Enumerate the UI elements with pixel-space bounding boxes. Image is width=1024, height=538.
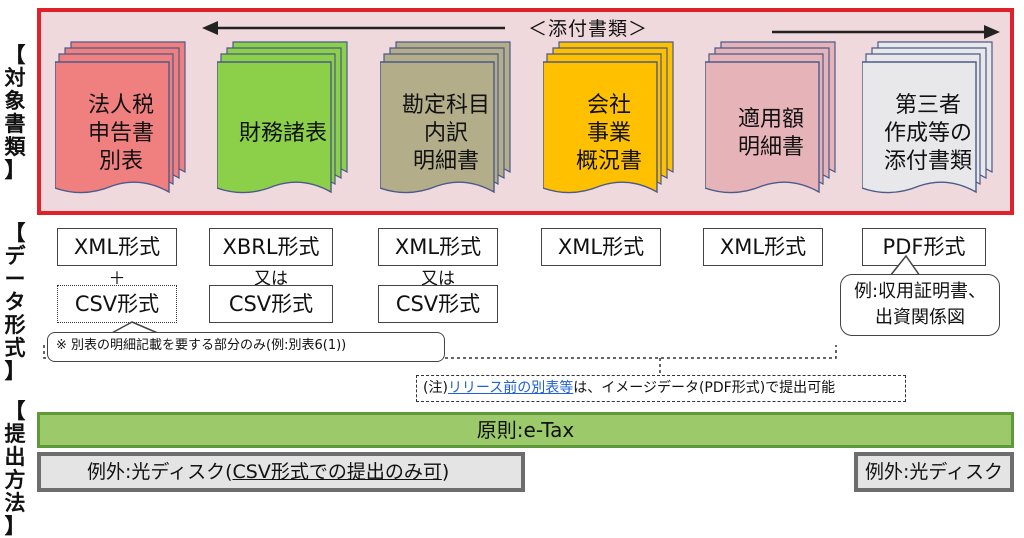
release-note-prefix: (注) xyxy=(423,380,448,396)
document-stack-icon xyxy=(217,41,348,194)
document-title-line: 別表 xyxy=(98,149,143,174)
document-stack-icon xyxy=(380,41,511,194)
csv-scope-note: ※ 別表の明細記載を要する部分のみ(例:別表6(1)) xyxy=(47,332,445,362)
pdf-example-line2: 出資関係図 xyxy=(875,307,965,328)
document-stack-icon xyxy=(705,41,836,194)
attached-documents-frame xyxy=(37,8,1014,215)
document-title: 適用額明細書 xyxy=(713,74,829,194)
document-title-line: 添付書類 xyxy=(883,149,972,174)
document-stack-icon xyxy=(543,41,674,194)
document-1: 法人税申告書別表 xyxy=(55,40,195,212)
connector-or-zaimu: 又は xyxy=(254,269,288,289)
format-csv-houjinzei: CSV形式 xyxy=(57,285,177,323)
document-title: 勘定科目内訳明細書 xyxy=(388,74,504,194)
document-title-line: 作成等の xyxy=(883,121,972,146)
document-title-line: 財務諸表 xyxy=(238,121,327,146)
format-csv-kanjou: CSV形式 xyxy=(378,285,498,323)
document-4: 会社事業概況書 xyxy=(543,40,683,212)
release-note: (注)リリース前の別表等は、イメージデータ(PDF形式)で提出可能 xyxy=(416,375,906,402)
document-title: 会社事業概況書 xyxy=(551,74,667,194)
release-note-link[interactable]: リリース前の別表等 xyxy=(447,380,574,396)
connector-plus: ＋ xyxy=(108,269,126,289)
left-arrow-icon xyxy=(202,21,505,35)
data-format-label: 【データ形式】 xyxy=(4,221,26,383)
etax-principle-bar: 原則:e-Tax xyxy=(37,412,1014,448)
pdf-example-callout: 例:収用証明書、 出資関係図 xyxy=(840,274,1000,336)
right-arrow-icon xyxy=(772,25,1000,39)
document-title-line: 適用額 xyxy=(737,107,804,132)
exception-left-prefix: 例外:光ディスク( xyxy=(87,461,233,483)
attached-documents-heading: ＜添付書類＞ xyxy=(528,18,649,40)
optical-disc-exception-right: 例外:光ディスク xyxy=(854,452,1014,492)
document-title-line: 申告書 xyxy=(87,121,154,146)
optical-disc-exception-left: 例外:光ディスク(CSV形式での提出のみ可) xyxy=(37,452,525,492)
document-2: 財務諸表 xyxy=(217,40,357,212)
format-pdf-daisansha: PDF形式 xyxy=(862,228,986,266)
document-title-line: 会社 xyxy=(586,93,631,118)
release-note-suffix: は、イメージデータ(PDF形式)で提出可能 xyxy=(573,380,836,396)
exception-left-underlined: CSV形式での提出のみ可 xyxy=(232,461,442,483)
document-title-line: 内訳 xyxy=(423,121,468,146)
format-xml-gaikyou: XML形式 xyxy=(541,228,661,266)
format-xml-tekiyou: XML形式 xyxy=(703,228,823,266)
document-title: 財務諸表 xyxy=(225,74,341,194)
document-title-line: 事業 xyxy=(586,121,631,146)
document-6: 第三者作成等の添付書類 xyxy=(862,40,1002,212)
document-title-line: 概況書 xyxy=(575,149,642,174)
format-xml-houjinzei: XML形式 xyxy=(57,228,177,266)
format-xml-kanjou: XML形式 xyxy=(378,228,498,266)
document-title-line: 法人税 xyxy=(87,93,154,118)
document-title-line: 第三者 xyxy=(894,93,961,118)
document-stack-icon xyxy=(862,41,993,194)
document-3: 勘定科目内訳明細書 xyxy=(380,40,520,212)
document-title: 第三者作成等の添付書類 xyxy=(870,74,986,194)
pdf-example-line1: 例:収用証明書、 xyxy=(853,281,987,302)
target-docs-label: 【対象書類】 xyxy=(4,43,26,182)
document-stack-icon xyxy=(55,41,186,194)
document-title-line: 明細書 xyxy=(412,149,479,174)
format-xbrl-zaimu: XBRL形式 xyxy=(209,228,333,266)
document-title: 法人税申告書別表 xyxy=(63,74,179,194)
document-5: 適用額明細書 xyxy=(705,40,845,212)
format-csv-zaimu: CSV形式 xyxy=(209,285,333,323)
exception-left-suffix: ) xyxy=(441,461,450,483)
connector-or-kanjou: 又は xyxy=(421,269,455,289)
document-title-line: 明細書 xyxy=(737,135,804,160)
document-title-line: 勘定科目 xyxy=(401,93,490,118)
